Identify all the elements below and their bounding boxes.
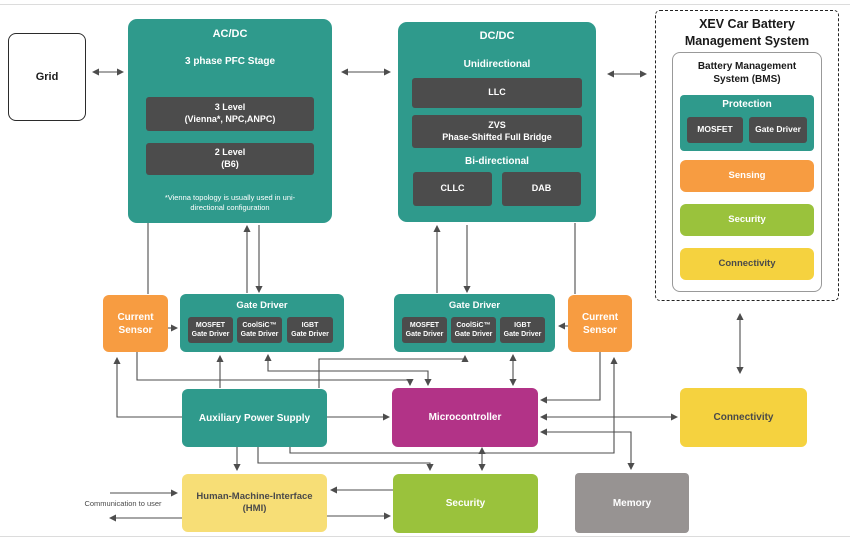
bms-inner-title-line2: System (BMS) (713, 74, 781, 85)
acdc-block: AC/DC 3 phase PFC Stage 3 Level (Vienna*… (128, 19, 332, 223)
current-sensor-right-line2: Sensor (583, 324, 617, 336)
connector-aps-to-gatedriver-right (318, 354, 469, 388)
acdc-3level-line2: (Vienna*, NPC,ANPC) (184, 114, 276, 124)
gate-driver-right-igbt: IGBT Gate Driver (500, 317, 545, 343)
bms-inner-title-line1: Battery Management (697, 61, 797, 72)
bms-mosfet-block: MOSFET (687, 117, 743, 143)
bms-protection-block: Protection MOSFET Gate Driver (680, 95, 814, 151)
gdl-mosfet-line2: Gate Driver (191, 331, 230, 338)
connector-cs-right-to-mcu (539, 352, 601, 404)
dcdc-zvs-line2: Phase-Shifted Full Bridge (442, 131, 552, 142)
dcdc-llc-label: LLC (488, 87, 506, 98)
gdr-mosfet-line1: MOSFET (409, 321, 440, 329)
bms-sensing-block: Sensing (680, 160, 814, 192)
current-sensor-right-line1: Current (581, 311, 619, 323)
memory-label: Memory (612, 497, 652, 509)
connectivity-block: Connectivity (680, 388, 807, 447)
hmi-line1: Human-Machine-Interface (196, 490, 313, 502)
security-block: Security (393, 474, 538, 533)
xev-bms-panel: XEV Car Battery Management System Batter… (655, 10, 839, 301)
bms-gate-driver-label: Gate Driver (755, 124, 801, 135)
acdc-footnote-line1: *Vienna topology is usually used in uni- (164, 193, 296, 202)
dcdc-block: DC/DC Unidirectional LLC ZVS Phase-Shift… (398, 22, 596, 222)
acdc-subtitle: 3 phase PFC Stage (184, 56, 276, 67)
gdr-coolsic-line1: CoolSiC™ (456, 321, 491, 329)
dcdc-zvs-line1: ZVS (488, 119, 506, 130)
aux-power-supply-block: Auxiliary Power Supply (182, 389, 327, 447)
grid-label: Grid (35, 70, 59, 83)
memory-block: Memory (575, 473, 689, 533)
gate-driver-left-mosfet: MOSFET Gate Driver (188, 317, 233, 343)
dcdc-dab-label: DAB (531, 183, 552, 194)
current-sensor-left-block: Current Sensor (103, 295, 168, 352)
bms-security-label: Security (728, 213, 766, 225)
gate-driver-left-block: Gate Driver MOSFET Gate Driver CoolSiC™ … (180, 294, 344, 352)
acdc-2level-block: 2 Level (B6) (146, 143, 314, 175)
dcdc-cllc-block: CLLC (413, 172, 492, 206)
connector-aps-to-cs-left (113, 356, 182, 418)
acdc-3level-block: 3 Level (Vienna*, NPC,ANPC) (146, 97, 314, 131)
aux-power-supply-label: Auxiliary Power Supply (198, 412, 311, 424)
hmi-block: Human-Machine-Interface (HMI) (182, 474, 327, 532)
microcontroller-block: Microcontroller (392, 388, 538, 447)
grid-block: Grid (8, 33, 86, 121)
gate-driver-left-coolsic: CoolSiC™ Gate Driver (237, 317, 282, 343)
gate-driver-right-mosfet: MOSFET Gate Driver (402, 317, 447, 343)
acdc-title: AC/DC (212, 28, 248, 40)
gdl-coolsic-line2: Gate Driver (240, 331, 279, 338)
gdl-mosfet-line1: MOSFET (195, 321, 226, 329)
bms-sensing-label: Sensing (728, 169, 766, 181)
dcdc-cllc-label: CLLC (440, 183, 465, 194)
gate-driver-right-title: Gate Driver (448, 300, 501, 311)
dcdc-title: DC/DC (479, 30, 515, 42)
bottom-divider (0, 536, 850, 537)
acdc-footnote: *Vienna topology is usually used in uni-… (128, 193, 332, 213)
hmi-line2: (HMI) (242, 503, 267, 514)
bms-security-block: Security (680, 204, 814, 236)
acdc-2level-line1: 2 Level (214, 147, 246, 158)
gate-driver-right-block: Gate Driver MOSFET Gate Driver CoolSiC™ … (394, 294, 555, 352)
xev-bms-title-line1: XEV Car Battery (699, 17, 795, 31)
gate-driver-left-title: Gate Driver (236, 300, 288, 311)
current-sensor-left-line2: Sensor (118, 324, 153, 336)
acdc-3level-line1: 3 Level (214, 102, 246, 113)
bms-inner-title: Battery Management System (BMS) (673, 60, 821, 86)
bms-mosfet-label: MOSFET (697, 124, 733, 135)
dcdc-dab-block: DAB (502, 172, 581, 206)
connector-aps-to-security (257, 447, 434, 472)
gdl-igbt-line1: IGBT (301, 321, 319, 329)
gdr-igbt-line1: IGBT (514, 321, 531, 329)
xev-bms-title-line2: Management System (684, 33, 810, 48)
current-sensor-left-line1: Current (117, 311, 154, 323)
acdc-footnote-line2: directional configuration (190, 202, 270, 212)
dcdc-bidirectional-label: Bi-directional (465, 156, 529, 167)
bms-connectivity-label: Connectivity (718, 257, 776, 269)
gdl-igbt-line2: Gate Driver (291, 331, 329, 338)
acdc-2level-line2: (B6) (221, 159, 239, 169)
connector-cs-left-to-mcu (136, 352, 414, 387)
connectivity-label: Connectivity (713, 412, 774, 423)
communication-to-user-label: Communication to user (84, 499, 162, 508)
gdr-igbt-line2: Gate Driver (503, 331, 542, 338)
dcdc-llc-block: LLC (412, 78, 582, 108)
gdr-mosfet-line2: Gate Driver (405, 331, 444, 338)
current-sensor-right-block: Current Sensor (568, 295, 632, 352)
top-divider (0, 4, 850, 5)
xev-bms-title: XEV Car Battery Management System (656, 16, 838, 49)
gate-driver-left-igbt: IGBT Gate Driver (287, 317, 333, 343)
connector-gatedriver-left-mcu (264, 353, 432, 387)
gate-driver-right-coolsic: CoolSiC™ Gate Driver (451, 317, 496, 343)
bms-connectivity-block: Connectivity (680, 248, 814, 280)
bms-protection-title: Protection (722, 99, 772, 110)
security-label: Security (445, 498, 486, 509)
dcdc-zvs-block: ZVS Phase-Shifted Full Bridge (412, 115, 582, 148)
dcdc-subtitle: Unidirectional (463, 59, 531, 70)
gdr-coolsic-line2: Gate Driver (454, 331, 493, 338)
connector-mcu-memory (539, 428, 635, 471)
bms-gate-driver-block: Gate Driver (749, 117, 807, 143)
gdl-coolsic-line1: CoolSiC™ (242, 321, 277, 329)
bms-inner-card: Battery Management System (BMS) Protecti… (672, 52, 822, 292)
microcontroller-label: Microcontroller (428, 412, 502, 423)
